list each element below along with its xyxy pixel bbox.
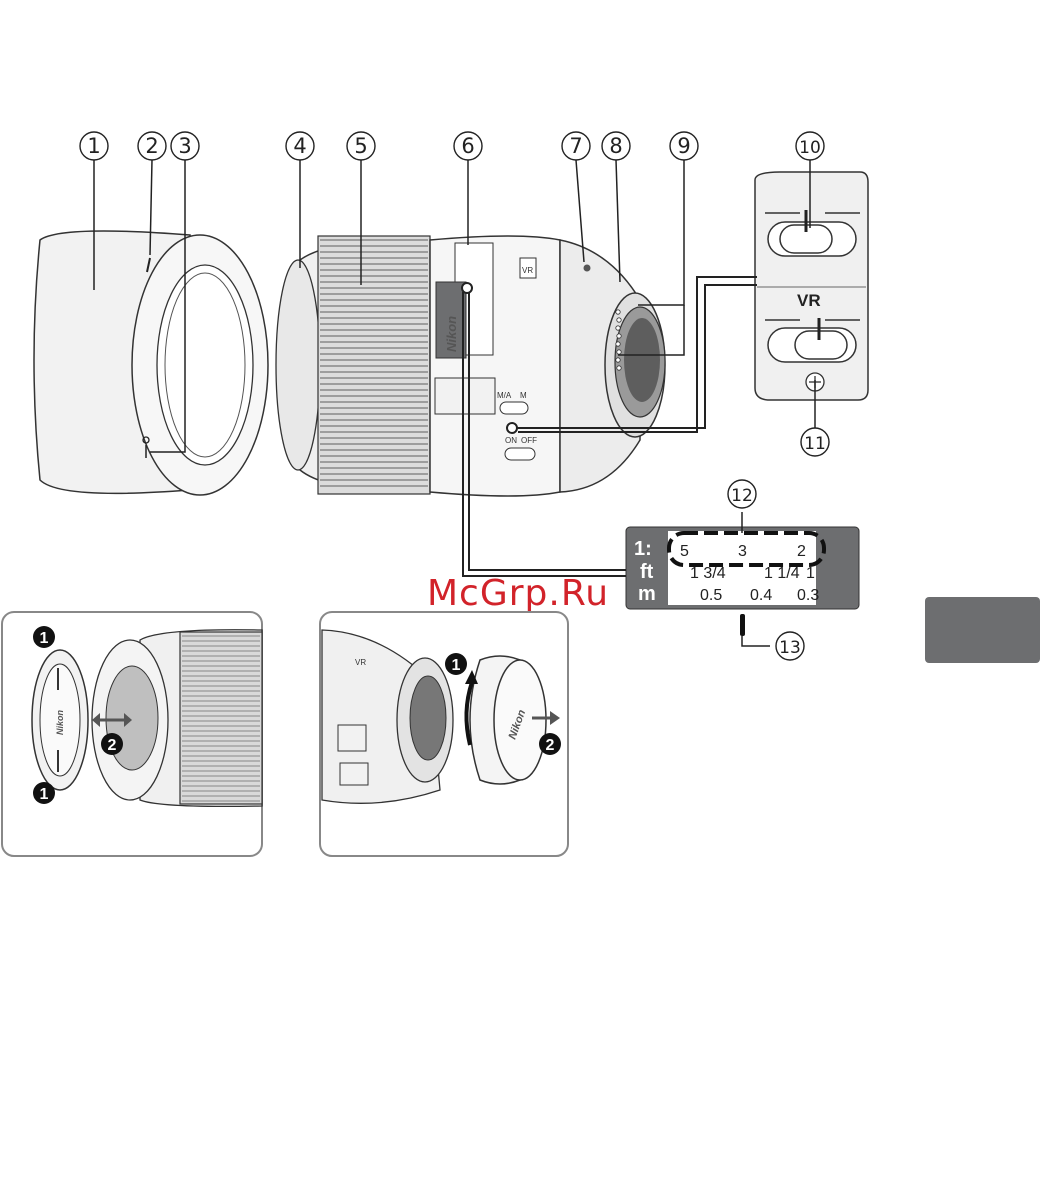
distance-scale-panel: 1: ft m 5 3 2 1 3/4 1 1/4 1 0.5 0.4 0.3: [626, 512, 859, 646]
svg-text:5: 5: [354, 134, 367, 158]
callout-6: 6: [454, 132, 482, 160]
cpu-contact: [616, 358, 620, 362]
scale-ratio-value: 2: [797, 543, 806, 560]
scale-m-value: 0.3: [797, 587, 819, 604]
scale-ft-value: 1: [806, 565, 815, 582]
scale-row-ft-label: ft: [640, 561, 654, 583]
lens-on-label: ON: [505, 436, 517, 445]
cpu-contact: [616, 342, 620, 346]
focus-ring: [318, 236, 430, 494]
cpu-contact: [616, 310, 620, 314]
svg-text:2: 2: [108, 737, 117, 754]
vr-badge: VR: [522, 266, 533, 275]
svg-text:4: 4: [293, 134, 306, 158]
svg-text:3: 3: [178, 134, 191, 158]
callout-13: 13: [776, 632, 804, 660]
switch-panel: VR: [755, 172, 868, 400]
watermark-text: McGrp.Ru: [427, 573, 609, 614]
callout-3: 3: [171, 132, 199, 160]
scale-m-value: 0.4: [750, 587, 772, 604]
lens-focus-switch[interactable]: [500, 402, 528, 414]
step-badge-2: 2: [539, 733, 561, 755]
callout-7: 7: [562, 132, 590, 160]
svg-text:1: 1: [40, 786, 49, 803]
scale-row-m-label: m: [638, 583, 656, 605]
section-tab: [925, 597, 1040, 663]
lens-off-label: OFF: [521, 436, 537, 445]
lens-m-label: M: [520, 391, 527, 400]
svg-text:2: 2: [546, 737, 555, 754]
cpu-contact: [617, 318, 621, 322]
svg-text:10: 10: [799, 138, 821, 158]
callout-12: 12: [728, 480, 756, 508]
callout-1: 1: [80, 132, 108, 160]
scale-row-ratio-label: 1:: [634, 538, 652, 560]
cpu-contact: [616, 326, 620, 330]
lens-hood: [34, 231, 268, 495]
mounting-index-mark: [584, 265, 591, 272]
callout-2: 2: [138, 132, 166, 160]
svg-text:1: 1: [452, 657, 461, 674]
vr-switch-label: VR: [797, 291, 821, 310]
step-badge-1: 1: [445, 653, 467, 675]
scale-m-value: 0.5: [700, 587, 722, 604]
callout-8: 8: [602, 132, 630, 160]
front-cap-brand: Nikon: [55, 709, 65, 735]
scale-ratio-value: 5: [680, 543, 689, 560]
lens-vr-switch[interactable]: [505, 448, 535, 460]
cpu-contact: [617, 350, 621, 354]
lens-brand-text: Nikon: [444, 316, 459, 352]
cpu-contact: [617, 334, 621, 338]
callout-4: 4: [286, 132, 314, 160]
callout-5: 5: [347, 132, 375, 160]
callout-11: 11: [801, 428, 829, 456]
svg-text:2: 2: [145, 134, 158, 158]
rear-vr-badge: VR: [355, 658, 366, 667]
svg-text:1: 1: [87, 134, 100, 158]
svg-text:11: 11: [804, 434, 826, 454]
lens-ma-label: M/A: [497, 391, 512, 400]
step-badge-2: 2: [101, 733, 123, 755]
svg-text:12: 12: [731, 486, 753, 506]
callout-10: 10: [796, 132, 824, 160]
callout-9: 9: [670, 132, 698, 160]
focus-ring-band[interactable]: [318, 236, 430, 494]
svg-text:8: 8: [609, 134, 622, 158]
scale-ft-value: 1 3/4: [690, 565, 726, 582]
lens-body: Nikon VR M/A M ON OFF: [276, 236, 665, 496]
cpu-contact: [617, 366, 621, 370]
scale-ratio-value: 3: [738, 543, 747, 560]
step-badge-1: 1: [33, 782, 55, 804]
svg-text:1: 1: [40, 630, 49, 647]
svg-text:7: 7: [569, 134, 582, 158]
step-badge-1: 1: [33, 626, 55, 648]
front-cap-illustration: Nikon: [2, 612, 262, 856]
scale-ft-value: 1 1/4: [764, 565, 800, 582]
svg-text:9: 9: [677, 134, 690, 158]
svg-text:13: 13: [779, 638, 801, 658]
svg-text:6: 6: [461, 134, 474, 158]
rear-cap-illustration: VR Nikon: [320, 612, 568, 856]
